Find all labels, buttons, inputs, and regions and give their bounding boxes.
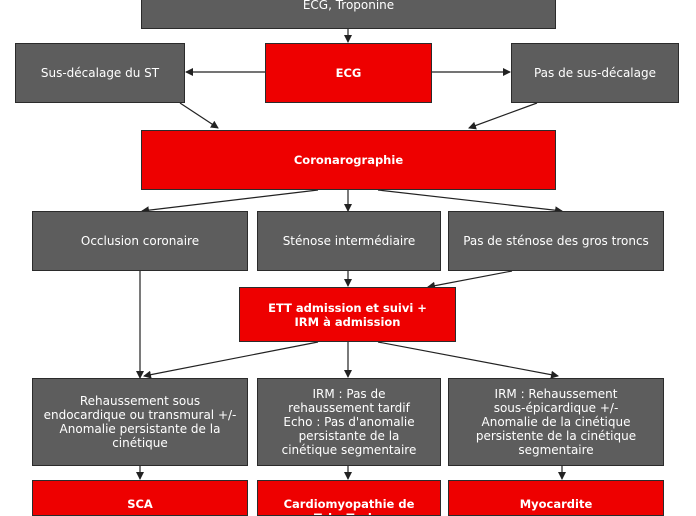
node-stenose-intermediaire: Sténose intermédiaire bbox=[257, 211, 441, 271]
node-sca: SCA bbox=[32, 480, 248, 516]
node-ecg: ECG bbox=[265, 43, 432, 103]
node-pas-sus-decalage: Pas de sus-décalage bbox=[511, 43, 679, 103]
edge-coronarographie-to-occlusion bbox=[141, 189, 319, 215]
edge-ett-to-irm-rehaussement-sous-epi bbox=[377, 341, 559, 379]
edge-ett-to-rehaussement bbox=[143, 341, 319, 379]
node-cardiomyopathie-tako-tsubo: Cardiomyopathie de Tako-Tsubo bbox=[257, 480, 441, 516]
node-occlusion-coronaire: Occlusion coronaire bbox=[32, 211, 248, 271]
edge-coronarographie-to-pas-stenose bbox=[377, 189, 563, 215]
node-ett-irm-admission: ETT admission et suivi + IRM à admission bbox=[239, 287, 456, 342]
edge-sus-decalage-to-coronarographie bbox=[179, 102, 219, 129]
node-sus-decalage-st: Sus-décalage du ST bbox=[15, 43, 185, 103]
node-irm-rehaussement-sous-epicardique: IRM : Rehaussement sous-épicardique +/- … bbox=[448, 378, 664, 466]
edge-pas-stenose-to-ett bbox=[427, 270, 513, 290]
node-irm-pas-rehaussement: IRM : Pas de rehaussement tardif Echo : … bbox=[257, 378, 441, 466]
node-myocardite: Myocardite bbox=[448, 480, 664, 516]
edge-pas-sus-decalage-to-coronarographie bbox=[468, 102, 538, 130]
node-pas-stenose-gros-troncs: Pas de sténose des gros troncs bbox=[448, 211, 664, 271]
node-ecg-troponine: ECG, Troponine bbox=[141, 0, 556, 29]
node-rehaussement-sous-endocardique: Rehaussement sous endocardique ou transm… bbox=[32, 378, 248, 466]
node-coronarographie: Coronarographie bbox=[141, 130, 556, 190]
